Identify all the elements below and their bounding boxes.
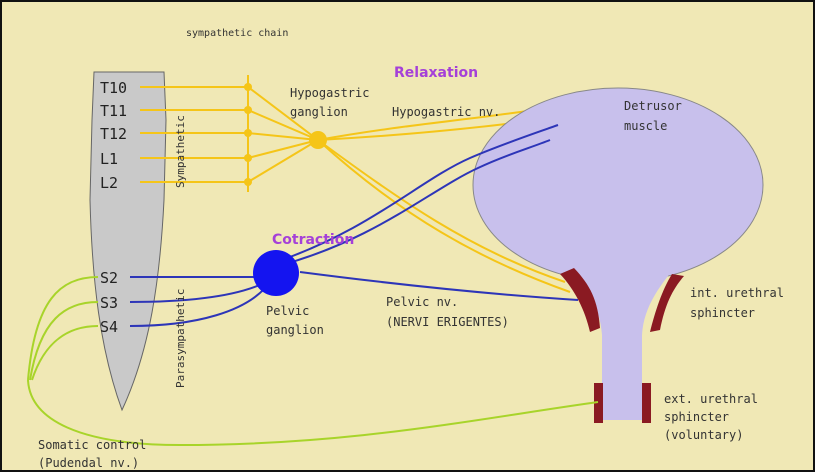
ext-sphincter-label: ext. urethral sphincter (voluntary) [664,392,765,442]
vertebra-label-s2: S2 [100,269,118,287]
pelvic-nerve-label: Pelvic nv. (NERVI ERIGENTES) [386,295,509,329]
hypogastric-ganglion [309,131,327,149]
vertebra-label-t12: T12 [100,125,127,143]
parasympathetic-label: Parasympathetic [174,289,187,388]
bladder-dome [472,87,764,283]
contraction-annotation: Cotraction [272,232,354,248]
vertebra-labels: T10 T11 T12 L1 L2 S2 S3 S4 [100,79,127,336]
vertebra-label-s3: S3 [100,294,118,312]
sympathetic-label: Sympathetic [174,115,187,188]
pelvic-ganglion [253,250,299,296]
vertebra-label-t11: T11 [100,102,127,120]
detrusor-label: Detrusor muscle [624,99,689,133]
external-sphincter-right [642,383,651,423]
internal-sphincter-left [560,268,600,332]
hypogastric-ganglion-label: Hypogastric ganglion [290,86,377,119]
somatic-control-label: Somatic control (Pudendal nv.) [38,438,154,470]
int-sphincter-label: int. urethral sphincter [690,286,791,320]
somatic-nerves [27,276,599,447]
vertebra-label-s4: S4 [100,318,118,336]
vertebra-label-l2: L2 [100,174,118,192]
vertebra-label-l1: L1 [100,150,118,168]
pelvic-ganglion-label: Pelvic ganglion [266,304,324,337]
hypogastric-nerve-label: Hypogastric nv. [392,105,500,119]
relaxation-annotation: Relaxation [394,65,478,81]
external-sphincter-left [594,383,603,423]
sympathetic-chain-label: sympathetic chain [186,28,288,39]
sympathetic-chain-nodes [244,83,252,186]
internal-sphincter-right [650,274,684,332]
vertebra-label-t10: T10 [100,79,127,97]
parasympathetic-nerves [129,124,579,327]
